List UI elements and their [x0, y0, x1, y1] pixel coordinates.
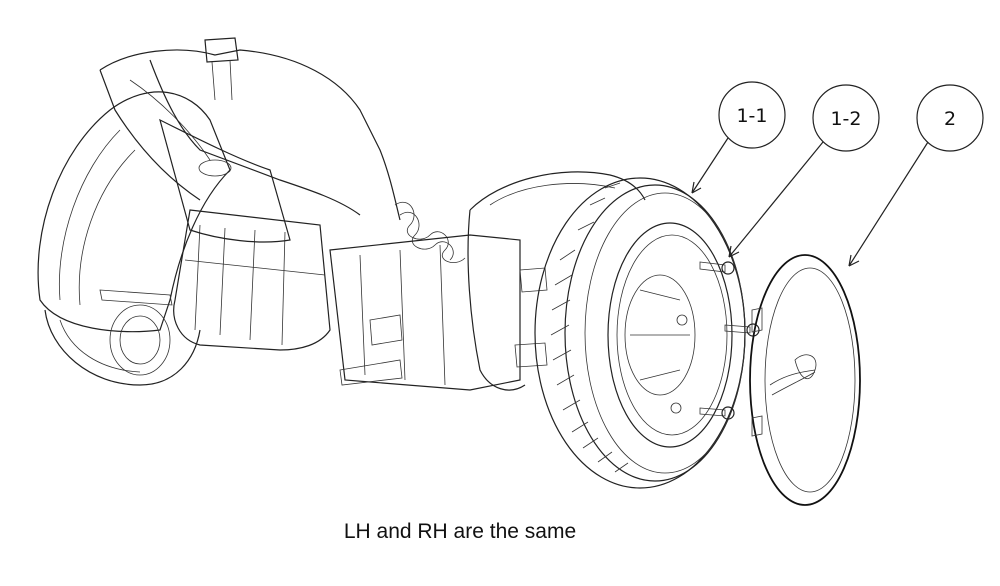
tire-wheel	[534, 177, 746, 489]
wheel-bolt	[699, 261, 735, 275]
caption-text: LH and RH are the same	[343, 520, 577, 543]
scooter-body	[37, 37, 646, 391]
figure-caption: LH and RH are the same	[0, 520, 1000, 544]
callout-1-2: 1-2	[728, 84, 880, 258]
callout-label: 1-2	[830, 108, 861, 130]
wheel-bolt	[699, 406, 735, 420]
callout-label: 2	[944, 108, 956, 130]
callout-label: 1-1	[736, 105, 767, 127]
tire-tread	[550, 182, 629, 473]
hub-cap	[749, 254, 861, 506]
callout-2: 2	[848, 84, 984, 267]
callout-1-1: 1-1	[691, 81, 786, 194]
left-wheel-hub	[109, 304, 171, 376]
suspension-spring	[394, 202, 466, 263]
